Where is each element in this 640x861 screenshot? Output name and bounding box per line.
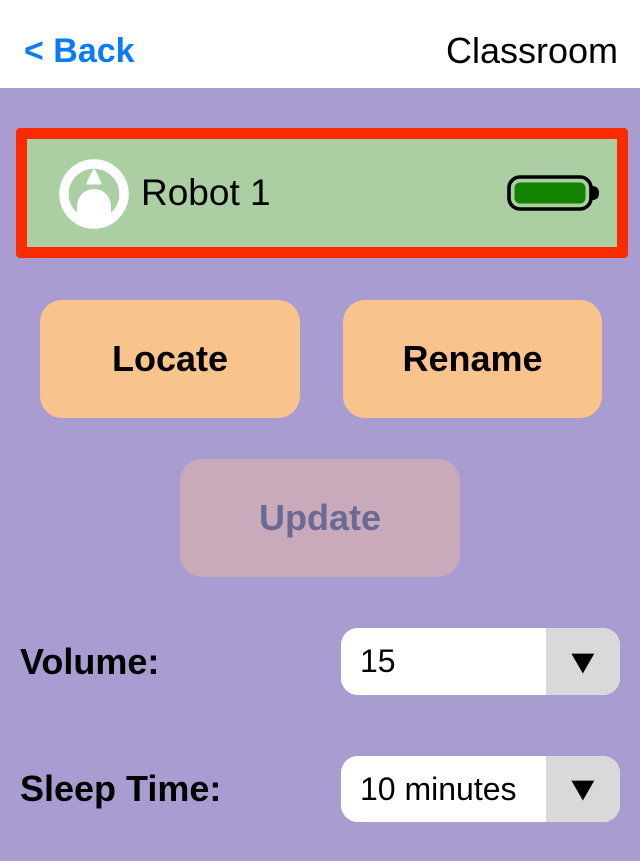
volume-row: Volume: 15 ▼ xyxy=(0,628,640,695)
sleep-time-label: Sleep Time: xyxy=(20,768,222,809)
sleep-time-dropdown-arrow-box: ▼ xyxy=(546,756,620,822)
battery-full-icon xyxy=(507,175,599,211)
robot-icon xyxy=(58,157,130,229)
page-title: Classroom xyxy=(445,30,618,71)
sleep-time-value: 10 minutes xyxy=(341,756,546,822)
locate-button[interactable]: Locate xyxy=(40,300,300,418)
volume-value: 15 xyxy=(341,628,546,695)
chevron-down-icon: ▼ xyxy=(563,770,603,808)
sleep-time-dropdown[interactable]: 10 minutes ▼ xyxy=(341,756,620,822)
volume-dropdown[interactable]: 15 ▼ xyxy=(341,628,620,695)
volume-label: Volume: xyxy=(20,640,160,682)
volume-dropdown-arrow-box: ▼ xyxy=(546,628,620,695)
robot-card[interactable]: Robot 1 xyxy=(16,128,628,258)
robot-name: Robot 1 xyxy=(141,172,271,213)
back-button[interactable]: < Back xyxy=(24,31,135,70)
rename-button[interactable]: Rename xyxy=(343,300,602,418)
navigation-bar: < Back Classroom xyxy=(0,0,640,88)
sleep-time-row: Sleep Time: 10 minutes ▼ xyxy=(0,756,640,822)
chevron-down-icon: ▼ xyxy=(563,642,603,681)
update-button[interactable]: Update xyxy=(180,459,460,577)
